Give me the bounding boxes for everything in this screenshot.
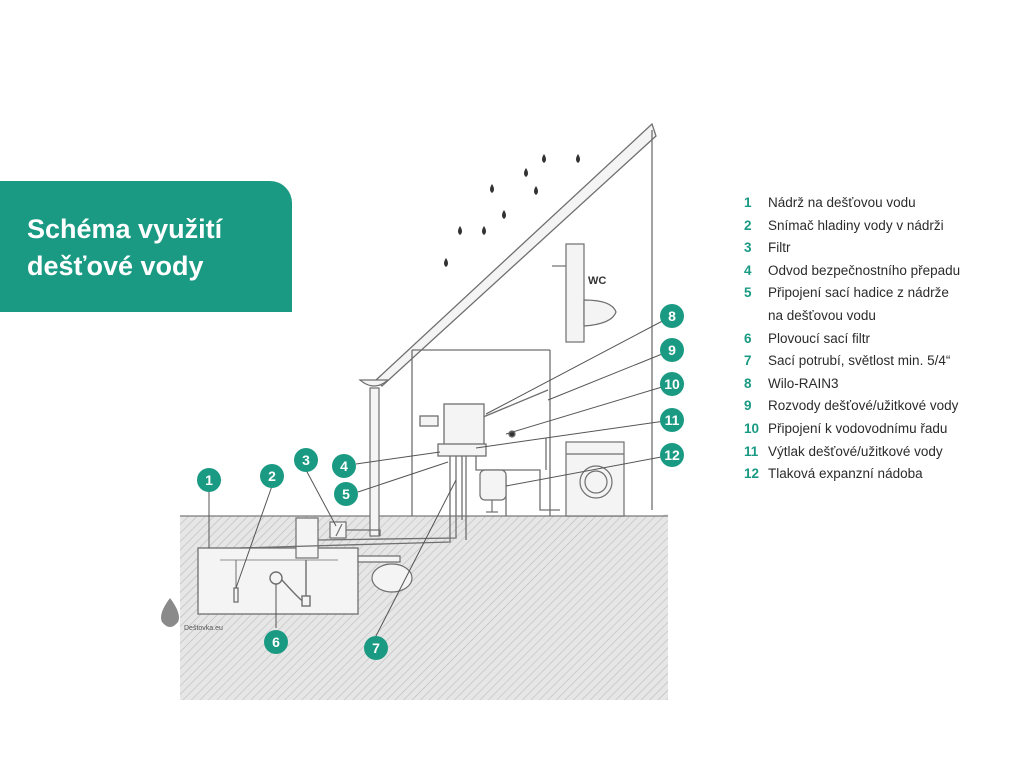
rain-drops [444,154,580,267]
legend-item: 7 Sací potrubí, světlost min. 5/4“ [744,350,1014,373]
svg-text:11: 11 [665,412,680,428]
legend-item: 11 Výtlak dešťové/užitkové vody [744,441,1014,464]
svg-text:1: 1 [205,472,213,488]
legend-item: 2 Snímač hladiny vody v nádrži [744,215,1014,238]
legend-text: na dešťovou vodu [768,307,876,323]
callout-leaders [208,315,673,637]
svg-text:12: 12 [664,447,680,463]
legend-text: Výtlak dešťové/užitkové vody [768,443,943,459]
legend-item: 4 Odvod bezpečnostního přepadu [744,260,1014,283]
legend-text: Plovoucí sací filtr [768,330,871,346]
svg-text:2: 2 [268,468,276,484]
filter-shaft [295,517,347,559]
svg-text:8: 8 [668,308,676,324]
legend-num: 8 [744,375,752,391]
title-banner: Schéma využití dešťové vody [0,181,292,312]
callout-12: 12 [660,443,684,467]
callout-3: 3 [294,448,318,472]
legend-num: 4 [744,262,752,278]
callout-9: 9 [660,338,684,362]
svg-text:Deštovka.eu: Deštovka.eu [184,625,223,632]
legend-num: 9 [744,398,752,414]
pipes [239,389,560,549]
legend-text: Tlaková expanzní nádoba [768,466,923,482]
legend-item: 8 Wilo-RAIN3 [744,373,1014,396]
svg-text:3: 3 [302,452,310,468]
legend-item: 3 Filtr [744,237,1014,260]
legend-item: 6 Plovoucí sací filtr [744,328,1014,351]
callout-5: 5 [334,482,358,506]
legend: 1 Nádrž na dešťovou vodu 2 Snímač hladiny … [744,192,1014,486]
callout-2: 2 [260,464,284,488]
legend-text: Připojení k vodovodnímu řadu [768,420,948,436]
legend-item: 1 Nádrž na dešťovou vodu [744,192,1014,215]
legend-item-continuation: na dešťovou vodu [744,305,1014,328]
callout-1: 1 [197,468,221,492]
legend-text: Sací potrubí, světlost min. 5/4“ [768,353,951,369]
downpipe [358,379,390,537]
legend-text: Rozvody dešťové/užitkové vody [768,398,959,414]
title-line-2: dešťové vody [27,251,204,281]
legend-text: Wilo-RAIN3 [768,375,839,391]
legend-num: 5 [744,285,752,301]
callout-6: 6 [264,630,288,654]
legend-num: 6 [744,330,752,346]
wc-label: WC [588,275,606,287]
watermark-logo: Deštovka.eu [161,598,223,632]
callout-8: 8 [660,304,684,328]
title-line-1: Schéma využití [27,214,223,244]
legend-num: 2 [744,217,752,233]
expansion-vessel [479,469,507,513]
legend-text: Snímač hladiny vody v nádrži [768,217,944,233]
svg-text:5: 5 [342,486,350,502]
svg-text:10: 10 [664,376,680,392]
legend-item: 5 Připojení sací hadice z nádrže [744,282,1014,305]
callout-4: 4 [332,454,356,478]
svg-text:9: 9 [668,342,676,358]
legend-num: 7 [744,353,752,369]
callout-7: 7 [364,636,388,660]
legend-num: 12 [744,466,760,482]
svg-text:4: 4 [340,458,348,474]
legend-num: 1 [744,195,752,210]
wilo-rain3-unit [419,403,516,457]
toilet [552,243,617,343]
legend-num: 3 [744,240,752,256]
callout-11: 11 [660,408,684,432]
legend-item: 9 Rozvody dešťové/užitkové vody [744,395,1014,418]
callout-10: 10 [660,372,684,396]
legend-num [744,305,768,328]
svg-text:6: 6 [272,634,280,650]
svg-text:7: 7 [372,640,380,656]
legend-text: Odvod bezpečnostního přepadu [768,262,961,278]
legend-item: 12 Tlaková expanzní nádoba [744,463,1014,486]
legend-item: 10 Připojení k vodovodnímu řadu [744,418,1014,441]
legend-num: 11 [744,443,759,459]
legend-text: Připojení sací hadice z nádrže [768,285,949,301]
legend-text: Filtr [768,240,791,256]
legend-num: 10 [744,420,760,436]
washing-machine [565,441,625,517]
legend-text: Nádrž na dešťovou vodu [768,195,916,210]
